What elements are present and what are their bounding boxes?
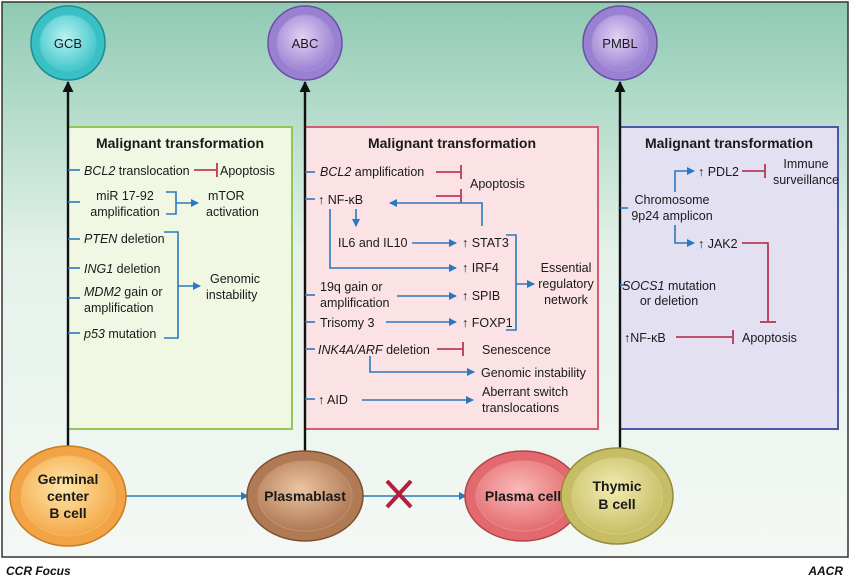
pmbl-chromosome-2: 9p24 amplicon — [631, 209, 712, 223]
gcb-genomic-label-1: Genomic — [210, 272, 260, 286]
pmbl-panel-title: Malignant transformation — [645, 135, 813, 151]
germinal-label-3: B cell — [49, 505, 86, 521]
gcb-panel — [67, 126, 293, 430]
thymic-label-2: B cell — [598, 496, 635, 512]
abc-foxp1: ↑ FOXP1 — [462, 316, 513, 330]
plasma-cell: Plasma cell — [464, 450, 582, 542]
plasma-cell-label: Plasma cell — [485, 488, 561, 504]
abc-irf4: ↑ IRF4 — [462, 261, 499, 275]
pmbl-socs1-deletion: or deletion — [640, 294, 698, 308]
plasmablast-cell: Plasmablast — [246, 450, 364, 542]
pmbl-panel — [619, 126, 839, 430]
abc-cell: ABC — [267, 5, 343, 81]
footer-ccr-focus: CCR Focus — [6, 564, 71, 578]
gcb-bcl2-translocation: BCL2 translocation — [84, 164, 190, 178]
thymic-label-1: Thymic — [592, 478, 641, 494]
gcb-pten-deletion: PTEN deletion — [84, 232, 165, 246]
gcb-apoptosis: Apoptosis — [220, 164, 275, 178]
pmbl-immune-2: surveillance — [773, 173, 839, 187]
abc-aberrant-1: Aberrant switch — [482, 385, 568, 399]
pmbl-chromosome-1: Chromosome — [634, 193, 709, 207]
pmbl-nfkb: ↑NF-κB — [624, 331, 666, 345]
gcb-ing1-deletion: ING1 deletion — [84, 262, 160, 276]
gcb-p53-mutation: p53 mutation — [83, 327, 156, 341]
abc-essential-2: regulatory — [538, 277, 594, 291]
gcb-panel-title: Malignant transformation — [96, 135, 264, 151]
pmbl-socs1-mutation: SOCS1 mutation — [622, 279, 716, 293]
abc-aid: ↑ AID — [318, 393, 348, 407]
gcb-cell: GCB — [30, 5, 106, 81]
gcb-mdm2-gain: MDM2 gain or — [84, 285, 163, 299]
abc-label: ABC — [292, 36, 319, 51]
abc-spib: ↑ SPIB — [462, 289, 500, 303]
gcb-mdm2-amplification: amplification — [84, 301, 154, 315]
abc-il6-il10: IL6 and IL10 — [338, 236, 408, 250]
abc-nfkb: ↑ NF-κB — [318, 193, 363, 207]
abc-bcl2-amplification: BCL2 amplification — [320, 165, 424, 179]
pmbl-pdl2: ↑ PDL2 — [698, 165, 739, 179]
pmbl-cell: PMBL — [582, 5, 658, 81]
germinal-center-cell: Germinal center B cell — [9, 445, 127, 547]
footer-aacr-logo: AACR — [807, 564, 843, 578]
gcb-mtor-label-2: activation — [206, 205, 259, 219]
gcb-genomic-label-2: instability — [206, 288, 258, 302]
abc-ink4a-arf-deletion: INK4A/ARF deletion — [318, 343, 430, 357]
thymic-b-cell: Thymic B cell — [560, 447, 674, 545]
abc-19q-label-2: amplification — [320, 296, 390, 310]
pmbl-immune-1: Immune — [783, 157, 828, 171]
abc-essential-3: network — [544, 293, 589, 307]
abc-aberrant-2: translocations — [482, 401, 559, 415]
abc-19q-label-1: 19q gain or — [320, 280, 383, 294]
pmbl-jak2: ↑ JAK2 — [698, 237, 738, 251]
gcb-label: GCB — [54, 36, 82, 51]
abc-panel-title: Malignant transformation — [368, 135, 536, 151]
abc-senescence: Senescence — [482, 343, 551, 357]
gcb-mir-label-1: miR 17-92 — [96, 189, 154, 203]
gcb-mir-label-2: amplification — [90, 205, 160, 219]
abc-panel — [304, 126, 599, 430]
abc-stat3: ↑ STAT3 — [462, 236, 509, 250]
plasmablast-label: Plasmablast — [264, 488, 346, 504]
blocked-transition-x — [385, 479, 413, 509]
abc-apoptosis: Apoptosis — [470, 177, 525, 191]
pmbl-label: PMBL — [602, 36, 637, 51]
pmbl-apoptosis: Apoptosis — [742, 331, 797, 345]
gcb-mtor-label-1: mTOR — [208, 189, 245, 203]
abc-essential-1: Essential — [541, 261, 592, 275]
germinal-label-2: center — [47, 488, 90, 504]
abc-genomic-instability: Genomic instability — [481, 366, 587, 380]
germinal-label-1: Germinal — [38, 471, 99, 487]
abc-trisomy3: Trisomy 3 — [320, 316, 374, 330]
